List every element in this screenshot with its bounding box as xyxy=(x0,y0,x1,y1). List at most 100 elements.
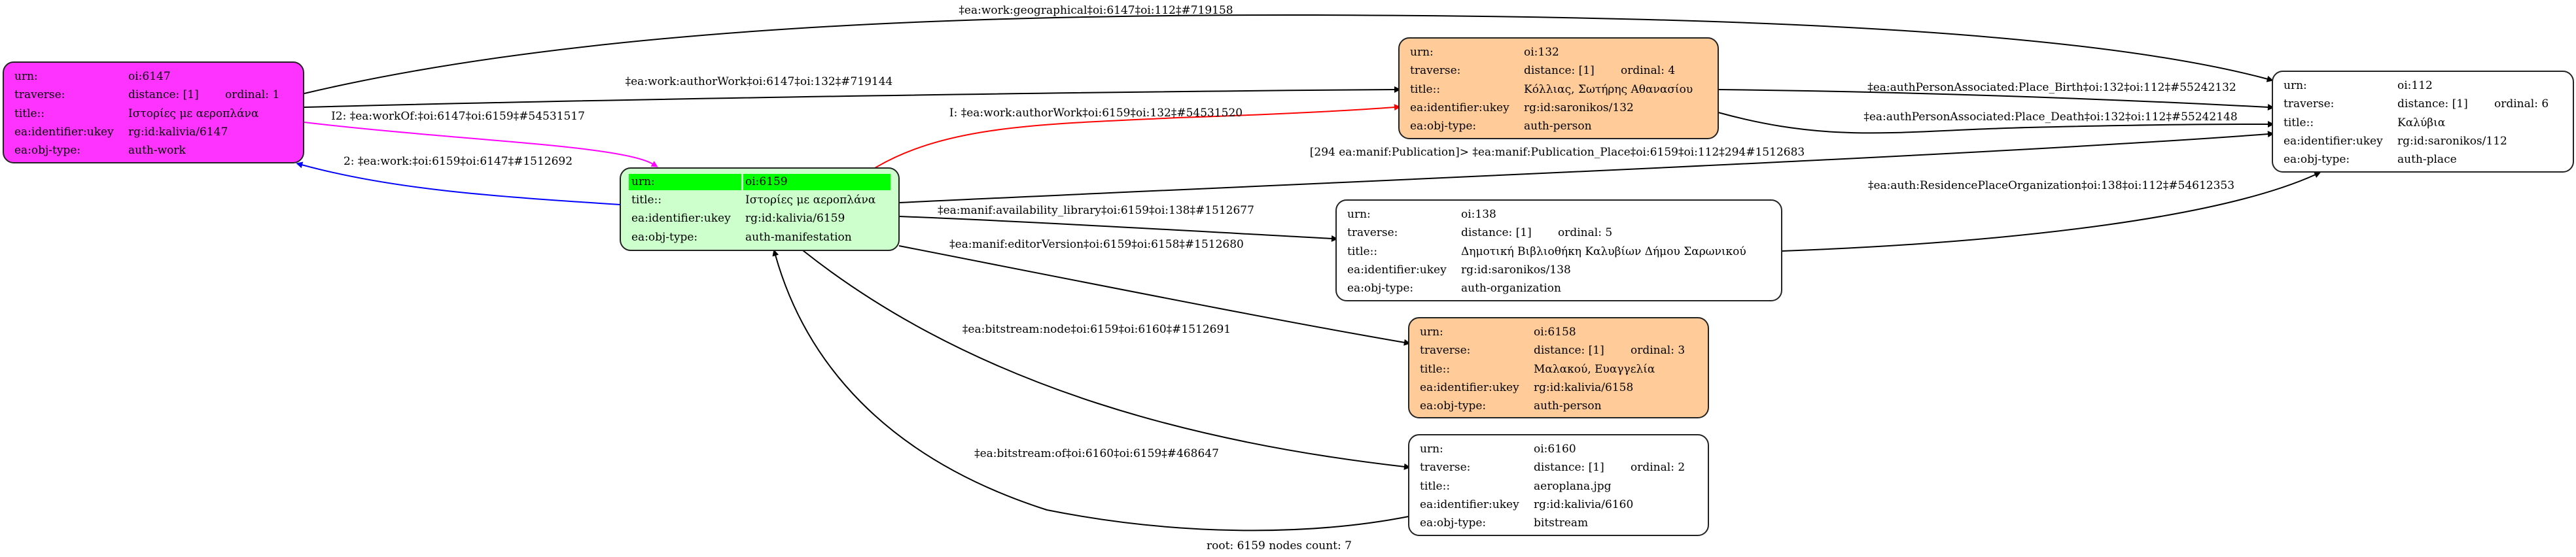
row-label: title:: xyxy=(1420,480,1450,493)
row-label: urn: xyxy=(631,175,655,188)
edge-132-to-112: ‡ea:authPersonAssociated:Place_Death‡oi:… xyxy=(1718,110,2274,134)
edge-line xyxy=(802,250,1411,470)
row-value: Ιστορίες με αεροπλάνα xyxy=(128,107,259,120)
row-value: rg:id:saronikos/132 xyxy=(1524,101,1634,114)
edge-label: [294 ea:manif:Publication]> ‡ea:manif:Pu… xyxy=(1310,146,1805,159)
row-value: auth-place xyxy=(2397,153,2457,166)
node-row: urn:oi:112 xyxy=(2284,79,2433,92)
row-ordinal: ordinal: 6 xyxy=(2494,97,2549,110)
row-label: urn: xyxy=(1347,208,1371,221)
node-row: title::Καλύβια xyxy=(2284,116,2446,129)
row-value: aeroplana.jpg xyxy=(1534,480,1612,493)
edge-line xyxy=(1781,171,2321,252)
edge-line xyxy=(1718,112,2274,134)
node-row: ea:obj-type:auth-manifestation xyxy=(631,231,852,244)
row-label: title:: xyxy=(1410,83,1440,96)
row-label: urn: xyxy=(2284,79,2307,92)
row-label: ea:identifier:ukey xyxy=(631,212,731,225)
row-label: ea:identifier:ukey xyxy=(1410,101,1509,114)
edge-6147-to-132: ‡ea:work:authorWork‡oi:6147‡oi:132‡#7191… xyxy=(304,75,1401,108)
row-ordinal: ordinal: 5 xyxy=(1558,226,1612,239)
edge-label: ‡ea:work:geographical‡oi:6147‡oi:112‡#71… xyxy=(959,4,1233,17)
edge-line xyxy=(874,104,1401,169)
row-value: auth-person xyxy=(1534,399,1602,413)
row-value: auth-work xyxy=(128,144,186,157)
node-row: urn:oi:6147 xyxy=(14,70,171,83)
edge-line xyxy=(898,131,2274,203)
row-label: ea:obj-type: xyxy=(2284,153,2350,166)
node-row: ea:obj-type: auth-place xyxy=(2284,153,2457,166)
node-row: title::Ιστορίες με αεροπλάνα xyxy=(631,194,876,207)
edge-6147-to-6159: I2: ‡ea:workOf:‡oi:6147‡oi:6159‡#5453151… xyxy=(304,110,658,167)
row-value: oi:6159 xyxy=(745,175,788,188)
node-box xyxy=(3,61,304,163)
nodes-layer: urn:oi:6147 traverse: distance: [1] ordinal… xyxy=(3,37,2574,536)
node-row: title::Δημοτική Βιβλιοθήκη Καλυβίων Δήμο… xyxy=(1347,245,1746,258)
edge-6159-to-6158: ‡ea:manif:editorVersion‡oi:6159‡oi:6158‡… xyxy=(898,238,1411,346)
edge-6147-to-112: ‡ea:work:geographical‡oi:6147‡oi:112‡#71… xyxy=(304,4,2274,94)
row-value: rg:id:saronikos/138 xyxy=(1461,263,1571,277)
node-row: urn: oi:6159 xyxy=(631,175,788,188)
node-row: traverse: distance: [1] ordinal: 1 xyxy=(14,88,279,101)
row-value: rg:id:kalivia/6147 xyxy=(128,126,228,139)
edge-line xyxy=(898,216,1338,242)
edge-line xyxy=(1718,89,2274,110)
row-value: rg:id:saronikos/112 xyxy=(2397,135,2507,148)
row-label: traverse: xyxy=(14,88,65,101)
row-value: rg:id:kalivia/6159 xyxy=(745,212,845,225)
node-row: ea:identifier:ukey rg:id:saronikos/132 xyxy=(1410,101,1634,114)
node-row: ea:obj-type: auth-work xyxy=(14,144,186,157)
edge-label: ‡ea:authPersonAssociated:Place_Birth‡oi:… xyxy=(1867,81,2236,94)
node-row: title::Κόλλιας, Σωτήρης Αθανασίου xyxy=(1410,83,1693,96)
node-row: ea:obj-type:auth-organization xyxy=(1347,282,1561,295)
row-label: title:: xyxy=(631,194,662,207)
row-value: bitstream xyxy=(1534,516,1588,530)
row-value: distance: [1] xyxy=(128,88,199,101)
node-row: ea:identifier:ukey rg:id:kalivia/6159 xyxy=(631,212,845,225)
edge-138-to-112: ‡ea:auth:ResidencePlaceOrganization‡oi:1… xyxy=(1781,171,2321,252)
row-label: ea:identifier:ukey xyxy=(14,126,114,139)
header-cell-value xyxy=(743,174,891,190)
edge-label: I2: ‡ea:workOf:‡oi:6147‡oi:6159‡#5453151… xyxy=(331,110,585,123)
row-label: urn: xyxy=(14,70,38,83)
edge-6159-to-132: I: ‡ea:work:authorWork‡oi:6159‡oi:132‡#5… xyxy=(874,104,1401,169)
graph-footer: root: 6159 nodes count: 7 xyxy=(1207,539,1352,552)
row-value: auth-person xyxy=(1524,120,1592,133)
row-label: title:: xyxy=(2284,116,2314,129)
edge-label: ‡ea:manif:availability_library‡oi:6159‡o… xyxy=(938,204,1254,217)
node-6147[interactable]: urn:oi:6147 traverse: distance: [1] ordinal… xyxy=(3,61,304,163)
row-label: traverse: xyxy=(1410,64,1460,77)
node-row: urn:oi:6158 xyxy=(1420,326,1576,339)
node-row: traverse:distance: [1]ordinal: 5 xyxy=(1347,226,1612,239)
row-label: urn: xyxy=(1420,443,1443,456)
row-value: Μαλακού, Ευαγγελία xyxy=(1534,363,1655,376)
row-value: rg:id:kalivia/6160 xyxy=(1534,498,1633,511)
row-label: traverse: xyxy=(1420,344,1470,357)
row-value: distance: [1] xyxy=(2397,97,2468,110)
edge-line xyxy=(898,245,1411,346)
node-row: traverse:distance: [1]ordinal: 6 xyxy=(2284,97,2549,110)
row-value: oi:138 xyxy=(1461,208,1496,221)
node-row: ea:identifier:ukey rg:id:saronikos/138 xyxy=(1347,263,1571,277)
row-label: urn: xyxy=(1420,326,1443,339)
row-value: auth-organization xyxy=(1461,282,1561,295)
row-label: ea:identifier:ukey xyxy=(1347,263,1447,277)
node-box xyxy=(2272,71,2574,173)
edge-6159-to-112: [294 ea:manif:Publication]> ‡ea:manif:Pu… xyxy=(898,131,2274,203)
edge-label: ‡ea:authPersonAssociated:Place_Death‡oi:… xyxy=(1863,110,2237,124)
node-box xyxy=(1408,434,1709,536)
edge-label: ‡ea:auth:ResidencePlaceOrganization‡oi:1… xyxy=(1868,179,2234,192)
row-value: auth-manifestation xyxy=(745,231,852,244)
row-ordinal: ordinal: 1 xyxy=(225,88,279,101)
row-label: ea:obj-type: xyxy=(14,144,80,157)
row-value: distance: [1] xyxy=(1461,226,1532,239)
